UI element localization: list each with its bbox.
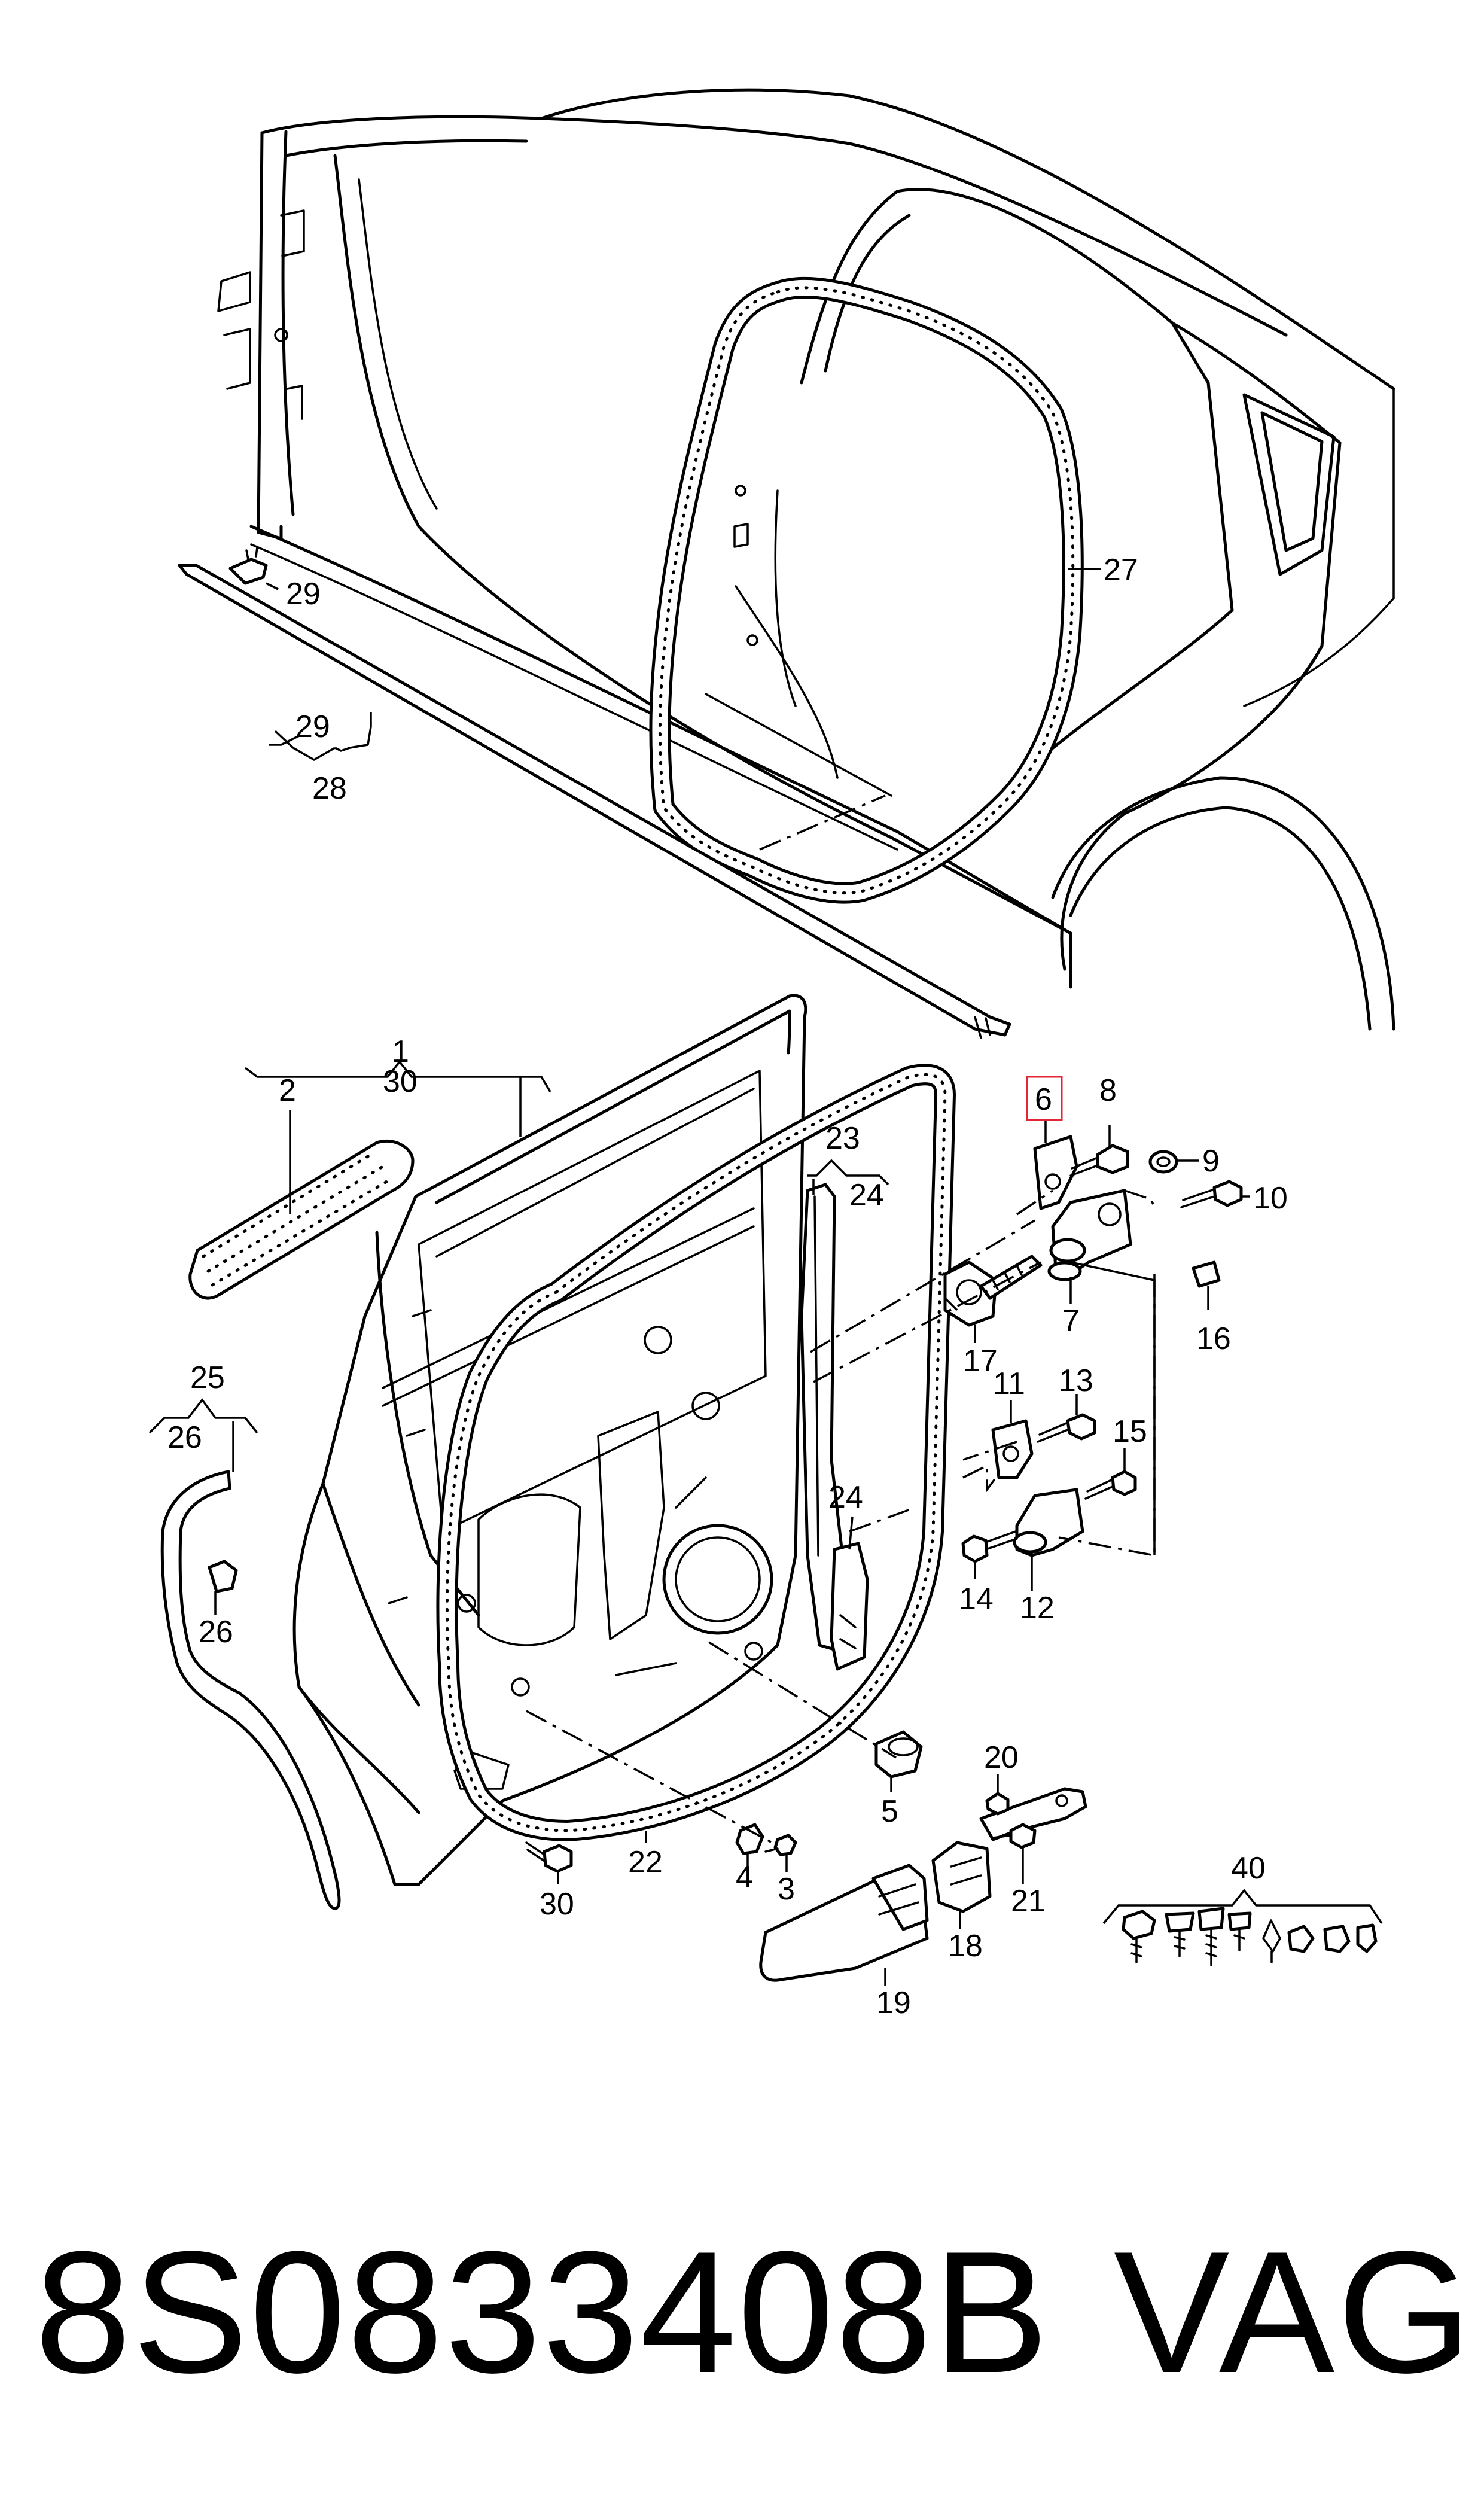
callout-30: 30 xyxy=(540,1887,574,1922)
trim-clip-icon xyxy=(228,546,268,585)
callout-20: 20 xyxy=(984,1740,1019,1775)
callout-40: 40 xyxy=(1231,1851,1266,1886)
callout-25: 25 xyxy=(190,1360,225,1395)
door-check-strap xyxy=(759,1787,1087,1982)
highlight-box xyxy=(1026,1076,1063,1121)
callout-3: 3 xyxy=(778,1872,795,1907)
callout-7: 7 xyxy=(1062,1304,1080,1338)
window-guide-rail xyxy=(800,1183,869,1671)
callout-22: 22 xyxy=(628,1845,663,1880)
door-bolt-icon xyxy=(525,1841,573,1873)
callout-18: 18 xyxy=(948,1929,983,1963)
callout-29: 29 xyxy=(295,710,330,744)
fastener-kit xyxy=(1122,1907,1378,1966)
door-shell xyxy=(292,994,807,1886)
callout-13: 13 xyxy=(1059,1363,1093,1398)
callout-1: 1 xyxy=(392,1034,409,1069)
callout-17: 17 xyxy=(963,1344,998,1378)
callout-28: 28 xyxy=(312,771,347,806)
callout-24: 24 xyxy=(849,1178,884,1213)
door-opening-seal xyxy=(649,276,1084,904)
callout-19: 19 xyxy=(876,1986,911,2020)
lock-cylinder-parts xyxy=(526,1641,923,1856)
callout-8: 8 xyxy=(1099,1073,1117,1108)
callout-26: 26 xyxy=(199,1615,233,1649)
callout-10: 10 xyxy=(1253,1181,1288,1216)
part-number-label: 8S0833408B xyxy=(35,2215,1050,2409)
callout-labels: 1 30 2 3 4 5 6 7 8 9 10 11 12 13 14 15 1… xyxy=(167,553,1288,2020)
callout-24: 24 xyxy=(828,1480,863,1515)
callout-2: 2 xyxy=(279,1073,296,1108)
callout-5: 5 xyxy=(881,1794,898,1829)
lower-hinge-assembly xyxy=(961,1413,1137,1563)
callout-12: 12 xyxy=(1020,1591,1055,1625)
callout-11: 11 xyxy=(993,1366,1025,1401)
callout-4: 4 xyxy=(736,1860,753,1895)
callout-9: 9 xyxy=(1202,1144,1220,1179)
callout-30: 30 xyxy=(383,1064,418,1099)
callout-21: 21 xyxy=(1011,1884,1046,1919)
upper-hinge-assembly xyxy=(943,1135,1243,1327)
callout-16: 16 xyxy=(1196,1322,1231,1356)
callout-29: 29 xyxy=(286,577,321,611)
brand-label: VAG xyxy=(1114,2215,1474,2409)
callout-27: 27 xyxy=(1104,553,1138,587)
callout-23: 23 xyxy=(825,1121,860,1156)
sill-trim-strip xyxy=(178,564,1011,1039)
door-edge-seal xyxy=(160,1470,341,1910)
door-seal xyxy=(436,1064,956,1841)
callout-6: 6 xyxy=(1035,1082,1052,1117)
door-trim-panel xyxy=(188,1139,415,1300)
callout-15: 15 xyxy=(1113,1414,1147,1449)
leader-lines xyxy=(148,568,1383,1986)
callout-26: 26 xyxy=(167,1420,202,1455)
callout-14: 14 xyxy=(959,1582,994,1616)
